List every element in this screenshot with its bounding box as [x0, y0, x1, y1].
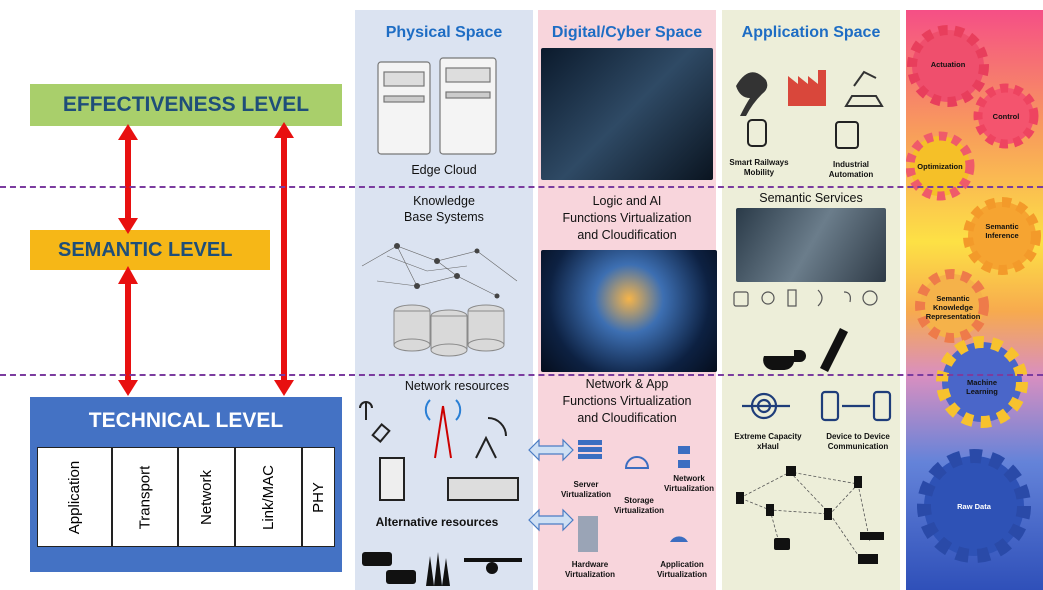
smart-railways-label: Smart Railways Mobility — [729, 158, 789, 177]
knowledge-graph-icon — [361, 243, 518, 357]
application-icons-row2 — [747, 119, 859, 149]
physical-space-title: Physical Space — [385, 24, 503, 41]
industrial-automation-label: Industrial Automation — [828, 160, 874, 179]
d2d-network-icons — [736, 466, 884, 564]
gear-label-raw-data: Raw Data — [957, 502, 991, 511]
gear-semantic-knowledge-icon — [915, 269, 989, 343]
xhaul-label: Extreme Capacity xHaul — [734, 432, 802, 451]
digital-shoppers-image — [541, 48, 713, 180]
net-app-line1: Network & App — [585, 377, 669, 391]
network-resources-icons — [359, 399, 519, 501]
effectiveness-level-box: EFFECTIVENESS LEVEL — [30, 84, 342, 126]
layer-transport: Transport — [112, 447, 179, 547]
kb-label-line2: Base Systems — [404, 210, 484, 224]
arrow-eff-tech-down — [274, 380, 294, 396]
divider-effectiveness-semantic — [0, 186, 1043, 188]
senses-and-touch-icons — [733, 289, 878, 372]
server-virtualization-label: Server Virtualization — [560, 480, 612, 499]
xhaul-d2d-icons — [742, 390, 892, 422]
gear-label-actuation: Actuation — [930, 60, 966, 69]
application-virtualization-label: Application Virtualization — [656, 560, 708, 579]
gear-semantic-inference-icon — [963, 197, 1041, 275]
edge-cloud-servers-icon — [377, 57, 497, 155]
application-icons-row1 — [736, 70, 884, 116]
virtualization-icons — [578, 440, 690, 552]
application-space-title: Application Space — [741, 24, 881, 41]
layer-network: Network — [178, 447, 236, 547]
divider-semantic-technical — [0, 374, 1043, 376]
gear-raw-data-icon — [917, 449, 1031, 563]
protocol-stack: Application Transport Network Link/MAC P… — [37, 447, 335, 547]
gear-control-icon — [973, 83, 1039, 149]
logic-ai-line1: Logic and AI — [592, 194, 662, 208]
semantic-services-image — [736, 208, 886, 282]
semantic-level-label: SEMANTIC LEVEL — [58, 238, 233, 261]
d2d-label: Device to Device Communication — [826, 432, 890, 451]
kb-label-line1: Knowledge — [413, 194, 475, 208]
gear-label-machine-learning: Machine Learning — [966, 378, 998, 396]
gear-label-control: Control — [992, 112, 1020, 121]
semantic-services-label: Semantic Services — [759, 191, 863, 205]
network-resources-label: Network resources — [404, 379, 510, 393]
exchange-arrows — [528, 438, 574, 532]
technical-level-box: TECHNICAL LEVEL Application Transport Ne… — [30, 397, 342, 572]
alternative-resources-icons — [362, 552, 522, 586]
gear-label-semantic-inference: Semantic Inference — [985, 222, 1019, 240]
arrow-eff-tech-shaft — [281, 136, 287, 384]
ai-brain-image — [541, 250, 717, 372]
storage-virtualization-label: Storage Virtualization — [613, 496, 665, 515]
gear-actuation-icon — [907, 25, 989, 107]
gear-label-semantic-knowledge: Semantic Knowledge Representation — [925, 294, 981, 321]
alternative-resources-label: Alternative resources — [375, 515, 499, 529]
effectiveness-level-label: EFFECTIVENESS LEVEL — [62, 93, 310, 116]
network-virtualization-label: Network Virtualization — [663, 474, 715, 493]
digital-space-title: Digital/Cyber Space — [551, 24, 703, 41]
net-app-line3: and Cloudification — [577, 411, 677, 425]
logic-ai-line2: Functions Virtualization — [562, 211, 692, 225]
layer-phy: PHY — [302, 447, 335, 547]
edge-cloud-label: Edge Cloud — [411, 163, 477, 177]
semantic-level-box: SEMANTIC LEVEL — [30, 230, 270, 270]
hardware-virtualization-label: Hardware Virtualization — [564, 560, 616, 579]
technical-level-label: TECHNICAL LEVEL — [88, 409, 284, 432]
net-app-line2: Functions Virtualization — [562, 394, 692, 408]
layer-application: Application — [37, 447, 113, 547]
gear-stack — [906, 25, 1041, 563]
layer-link-mac: Link/MAC — [235, 447, 303, 547]
logic-ai-line3: and Cloudification — [577, 228, 677, 242]
arrow-effect-semantic — [110, 122, 146, 394]
gear-optimization-icon — [906, 131, 975, 201]
gear-label-optimization: Optimization — [917, 162, 963, 171]
gear-machine-learning-icon — [936, 336, 1028, 428]
